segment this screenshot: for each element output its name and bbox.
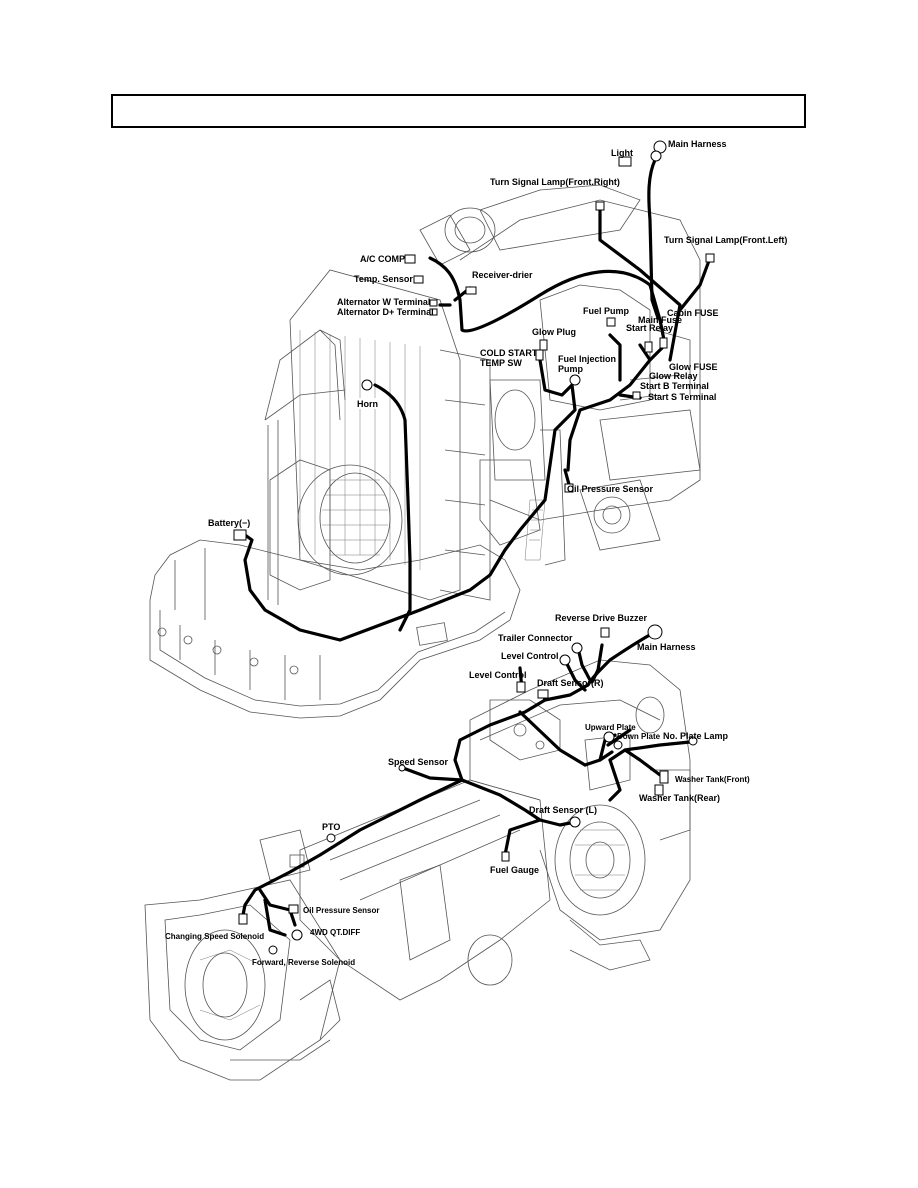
- label-forward-reverse-solenoid: Forward, Reverse Solenoid: [252, 958, 355, 967]
- down-plate-connector-icon: [613, 740, 623, 750]
- speed-sensor-connector-icon: [398, 764, 406, 772]
- label-temp-sw: TEMP SW: [480, 358, 522, 368]
- start-terminal-connector-icon: [632, 391, 641, 400]
- pto-connector-icon: [326, 833, 336, 843]
- label-glow-plug: Glow Plug: [532, 327, 576, 337]
- oil-pressure-connector-icon: [564, 483, 574, 493]
- title-box: [111, 94, 806, 128]
- label-speed-sensor: Speed Sensor: [388, 757, 449, 767]
- oil-pressure-lower-connector-icon: [288, 904, 299, 914]
- label-start-relay: Start Relay: [626, 323, 673, 333]
- label-temp-sensor: Temp. Sensor: [354, 274, 413, 284]
- changing-speed-solenoid-connector-icon: [238, 913, 248, 925]
- label-main-harness-rear: Main Harness: [637, 642, 696, 652]
- main-fuse-connector-icon: [659, 337, 668, 349]
- no-plate-lamp-connector-icon: [688, 736, 698, 746]
- label-glow-fuse: Glow FUSE: [669, 362, 718, 372]
- main-harness-rear-connector-icon: [647, 624, 663, 640]
- label-main-fuse: Main Fuse: [638, 315, 682, 325]
- reverse-drive-buzzer-connector-icon: [600, 627, 610, 638]
- label-alternator-w: Alternator W Terminal: [337, 297, 430, 307]
- level-control-lower-connector-icon: [516, 681, 526, 693]
- light-connector-icon: [618, 156, 632, 167]
- label-washer-tank-front: Washer Tank(Front): [675, 775, 750, 784]
- label-level-control-lower: Level Control: [469, 670, 527, 680]
- draft-sensor-l-connector-icon: [569, 816, 581, 828]
- ac-comp-connector-icon: [404, 254, 416, 264]
- label-reverse-drive-buzzer: Reverse Drive Buzzer: [555, 613, 648, 623]
- label-start-b-terminal: Start B Terminal: [640, 381, 709, 391]
- washer-tank-front-connector-icon: [659, 770, 669, 784]
- alternator-w-connector-icon: [429, 299, 438, 307]
- label-turn-signal-left: Turn Signal Lamp(Front.Left): [664, 235, 787, 245]
- level-control-upper-connector-icon: [559, 654, 571, 666]
- lower-harness: [241, 630, 692, 937]
- label-level-control-upper: Level Control: [501, 651, 559, 661]
- label-alternator-d: Alternator D+ Terminal: [337, 307, 434, 317]
- draft-sensor-r-connector-icon: [537, 689, 549, 699]
- label-battery: Battery(−): [208, 518, 250, 528]
- label-trailer-connector: Trailer Connector: [498, 633, 573, 643]
- fuel-injection-pump-connector-icon: [569, 374, 581, 386]
- label-fuel-gauge: Fuel Gauge: [490, 865, 539, 875]
- upper-connectors: [233, 140, 715, 541]
- transmission-machinery: [144, 659, 691, 1081]
- receiver-drier-connector-icon: [465, 286, 477, 295]
- label-down-plate: Down Plate: [617, 732, 661, 741]
- label-fuel-pump: Fuel Pump: [583, 306, 630, 316]
- alternator-d-connector-icon: [429, 308, 438, 316]
- forward-reverse-solenoid-connector-icon: [268, 945, 278, 955]
- label-main-harness: Main Harness: [668, 139, 727, 149]
- label-pump: Pump: [558, 364, 584, 374]
- start-relay-connector-icon: [644, 341, 653, 353]
- label-turn-signal-right: Turn Signal Lamp(Front.Right): [490, 177, 620, 187]
- label-draft-sensor-l: Draft Sensor (L): [529, 805, 597, 815]
- label-4wd-qt-diff: 4WD QT.DIFF: [310, 928, 360, 937]
- four-wd-connector-icon: [291, 929, 303, 941]
- lower-connectors: [238, 624, 698, 955]
- label-changing-speed-solenoid: Changing Speed Solenoid: [165, 932, 264, 941]
- label-no-plate-lamp: No. Plate Lamp: [663, 731, 729, 741]
- label-horn: Horn: [357, 399, 378, 409]
- engine-machinery: [149, 184, 701, 719]
- turn-signal-left-connector-icon: [705, 253, 715, 263]
- label-fuel-injection: Fuel Injection: [558, 354, 616, 364]
- cold-start-connector-icon: [535, 349, 544, 361]
- upward-plate-connector-icon: [603, 731, 615, 743]
- label-glow-relay: Glow Relay: [649, 371, 698, 381]
- battery-connector-icon: [233, 529, 247, 541]
- label-upward-plate: Upward Plate: [585, 723, 636, 732]
- fuel-gauge-connector-icon: [501, 851, 510, 862]
- label-receiver-drier: Receiver-drier: [472, 270, 533, 280]
- temp-sensor-connector-icon: [413, 275, 424, 284]
- label-washer-tank-rear: Washer Tank(Rear): [639, 793, 720, 803]
- turn-signal-right-connector-icon: [595, 201, 605, 211]
- lower-labels: Reverse Drive Buzzer Trailer Connector M…: [165, 613, 750, 967]
- fuel-pump-connector-icon: [606, 317, 616, 327]
- washer-tank-rear-connector-icon: [654, 784, 664, 796]
- label-light: Light: [611, 148, 633, 158]
- trailer-connector-icon: [571, 642, 583, 654]
- upper-harness: [243, 158, 712, 642]
- label-oil-pressure-sensor: Oil Pressure Sensor: [567, 484, 654, 494]
- label-start-s-terminal: Start S Terminal: [648, 392, 716, 402]
- label-pto: PTO: [322, 822, 340, 832]
- glow-plug-connector-icon: [539, 339, 548, 351]
- horn-connector-icon: [361, 379, 373, 391]
- upper-labels: Light Main Harness Turn Signal Lamp(Fron…: [208, 139, 787, 528]
- label-draft-sensor-r: Draft Sensor(R): [537, 678, 604, 688]
- label-cabin-fuse: Cabin FUSE: [667, 308, 719, 318]
- label-ac-comp: A/C COMP: [360, 254, 405, 264]
- label-oil-pressure-sensor-lower: Oil Pressure Sensor: [303, 906, 379, 915]
- label-cold-start: COLD START: [480, 348, 538, 358]
